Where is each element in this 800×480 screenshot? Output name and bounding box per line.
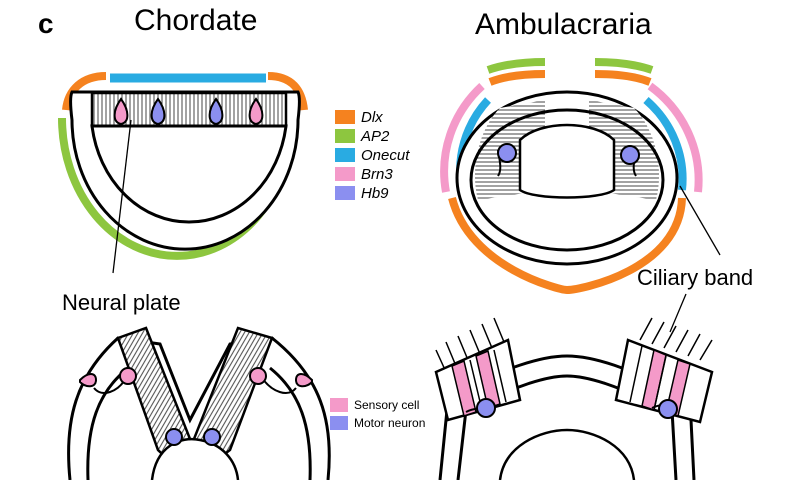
- dlx-band-right: [267, 72, 308, 111]
- motor-neuron: [658, 399, 678, 419]
- ciliary-band-label: Ciliary band: [637, 265, 754, 290]
- sensory-cell-label: Sensory cell: [354, 398, 420, 412]
- chordate-embryo: [58, 72, 308, 274]
- inner-wall: [269, 366, 312, 480]
- notochord: [150, 437, 240, 480]
- sensory-cell: [113, 97, 129, 126]
- panel-letter: c: [38, 8, 54, 39]
- inner-wall: [90, 124, 288, 224]
- dlx-band-right-top: [594, 70, 652, 86]
- ambulacraria-larva: [434, 293, 714, 480]
- motor-neuron: [150, 97, 166, 126]
- motor-neuron: [165, 428, 183, 446]
- inner-wall: [469, 108, 665, 252]
- neural-plate-label: Neural plate: [62, 290, 181, 315]
- motor-neuron: [620, 145, 640, 165]
- brn3-swatch: [335, 167, 355, 181]
- motor-neuron: [208, 97, 224, 126]
- pink-band-left: [440, 83, 485, 193]
- pink-band-right: [647, 82, 703, 193]
- ap2-band-left: [486, 58, 546, 74]
- ciliary-band-right: [614, 293, 714, 424]
- hb9-swatch: [335, 186, 355, 200]
- ap2-band-right: [594, 58, 654, 74]
- neural-plate-pointer: [112, 119, 132, 274]
- motor-neuron-label: Motor neuron: [354, 416, 426, 430]
- gut: [518, 123, 616, 199]
- brn3-label: Brn3: [361, 166, 393, 183]
- ciliary-band-pointer: [669, 293, 687, 333]
- ap2-swatch: [335, 129, 355, 143]
- sensory-cell: [249, 367, 267, 385]
- dlx-label: Dlx: [361, 109, 383, 126]
- hb9-label: Hb9: [361, 185, 389, 202]
- ciliary-band-pointer: [679, 185, 721, 256]
- sensory-cell: [248, 97, 264, 126]
- ciliary-band-left: [434, 317, 522, 422]
- dlx-swatch: [335, 110, 355, 124]
- sensory-cell: [119, 367, 137, 385]
- onecut-label: Onecut: [361, 147, 410, 164]
- ambulacraria-embryo: [440, 58, 721, 295]
- dlx-band-left-top: [488, 70, 546, 86]
- dlx-band-left: [62, 72, 107, 111]
- chordate-neurula: [67, 326, 331, 480]
- sensory-cell-edge: [79, 373, 98, 388]
- ap2-label: AP2: [361, 128, 390, 145]
- onecut-swatch: [335, 148, 355, 162]
- sensory-cell-edge: [294, 373, 313, 388]
- inner-wall: [86, 366, 129, 480]
- motor-neuron: [497, 143, 517, 163]
- sensory-cell-swatch: [330, 398, 348, 412]
- motor-neuron: [476, 398, 496, 418]
- motor-neuron: [203, 428, 221, 446]
- dlx-band-bottom: [448, 196, 686, 295]
- chordate-title: Chordate: [134, 4, 258, 37]
- motor-neuron-swatch: [330, 416, 348, 430]
- ambulacraria-title: Ambulacraria: [475, 8, 652, 41]
- onecut-band-right: [643, 96, 687, 191]
- gut: [498, 428, 636, 480]
